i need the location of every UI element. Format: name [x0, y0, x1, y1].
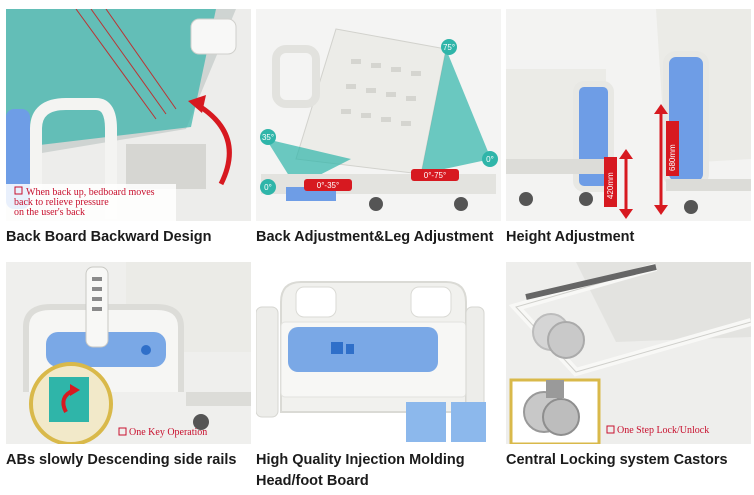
height-low-label: 420mm — [606, 172, 615, 199]
angle-35-label: 35° — [262, 133, 274, 142]
angle-zero-right-label: 0° — [486, 155, 494, 164]
back-board-note-line-1: When back up, bedboard moves — [26, 187, 155, 198]
angle-zero-left-label: 0° — [264, 183, 272, 192]
feature-photo-back-board: When back up, bedboard moves back to rel… — [6, 9, 251, 221]
feature-caption: High Quality Injection Molding Head/foot… — [256, 452, 465, 489]
feature-photo-side-rails: One Key Operation — [6, 262, 251, 444]
feature-caption: Back Board Backward Design — [6, 229, 212, 245]
side-rail-note: One Key Operation — [129, 427, 207, 438]
castor-illustration: One Step Lock/Unlock — [506, 262, 751, 444]
back-board-illustration: When back up, bedboard moves back to rel… — [6, 9, 251, 221]
back-range-label: 0°-35° — [317, 181, 339, 190]
feature-caption: Central Locking system Castors — [506, 452, 728, 468]
head-board-illustration — [256, 262, 501, 444]
feature-photo-back-leg-adjustment: 75° 35° 0° 0° 0°-35° 0°-75° — [256, 9, 501, 221]
feature-caption: Back Adjustment&Leg Adjustment — [256, 229, 494, 245]
feature-photo-head-foot-board — [256, 262, 501, 444]
height-high-label: 680mm — [668, 144, 677, 171]
angle-75-label: 75° — [443, 43, 455, 52]
feature-photo-central-locking: One Step Lock/Unlock — [506, 262, 751, 444]
height-illustration: 420mm 680mm — [506, 9, 751, 221]
feature-caption: Height Adjustment — [506, 229, 635, 245]
adjustment-illustration: 75° 35° 0° 0° 0°-35° 0°-75° — [256, 9, 501, 221]
back-board-note-line-3: on the user's back — [14, 207, 85, 218]
back-board-note-line-2: back to relieve pressure — [14, 197, 109, 208]
leg-range-label: 0°-75° — [424, 171, 446, 180]
feature-caption: ABs slowly Descending side rails — [6, 452, 237, 468]
side-rail-illustration: One Key Operation — [6, 262, 251, 444]
feature-photo-height-adjustment: 420mm 680mm — [506, 9, 751, 221]
castor-note: One Step Lock/Unlock — [617, 425, 709, 436]
